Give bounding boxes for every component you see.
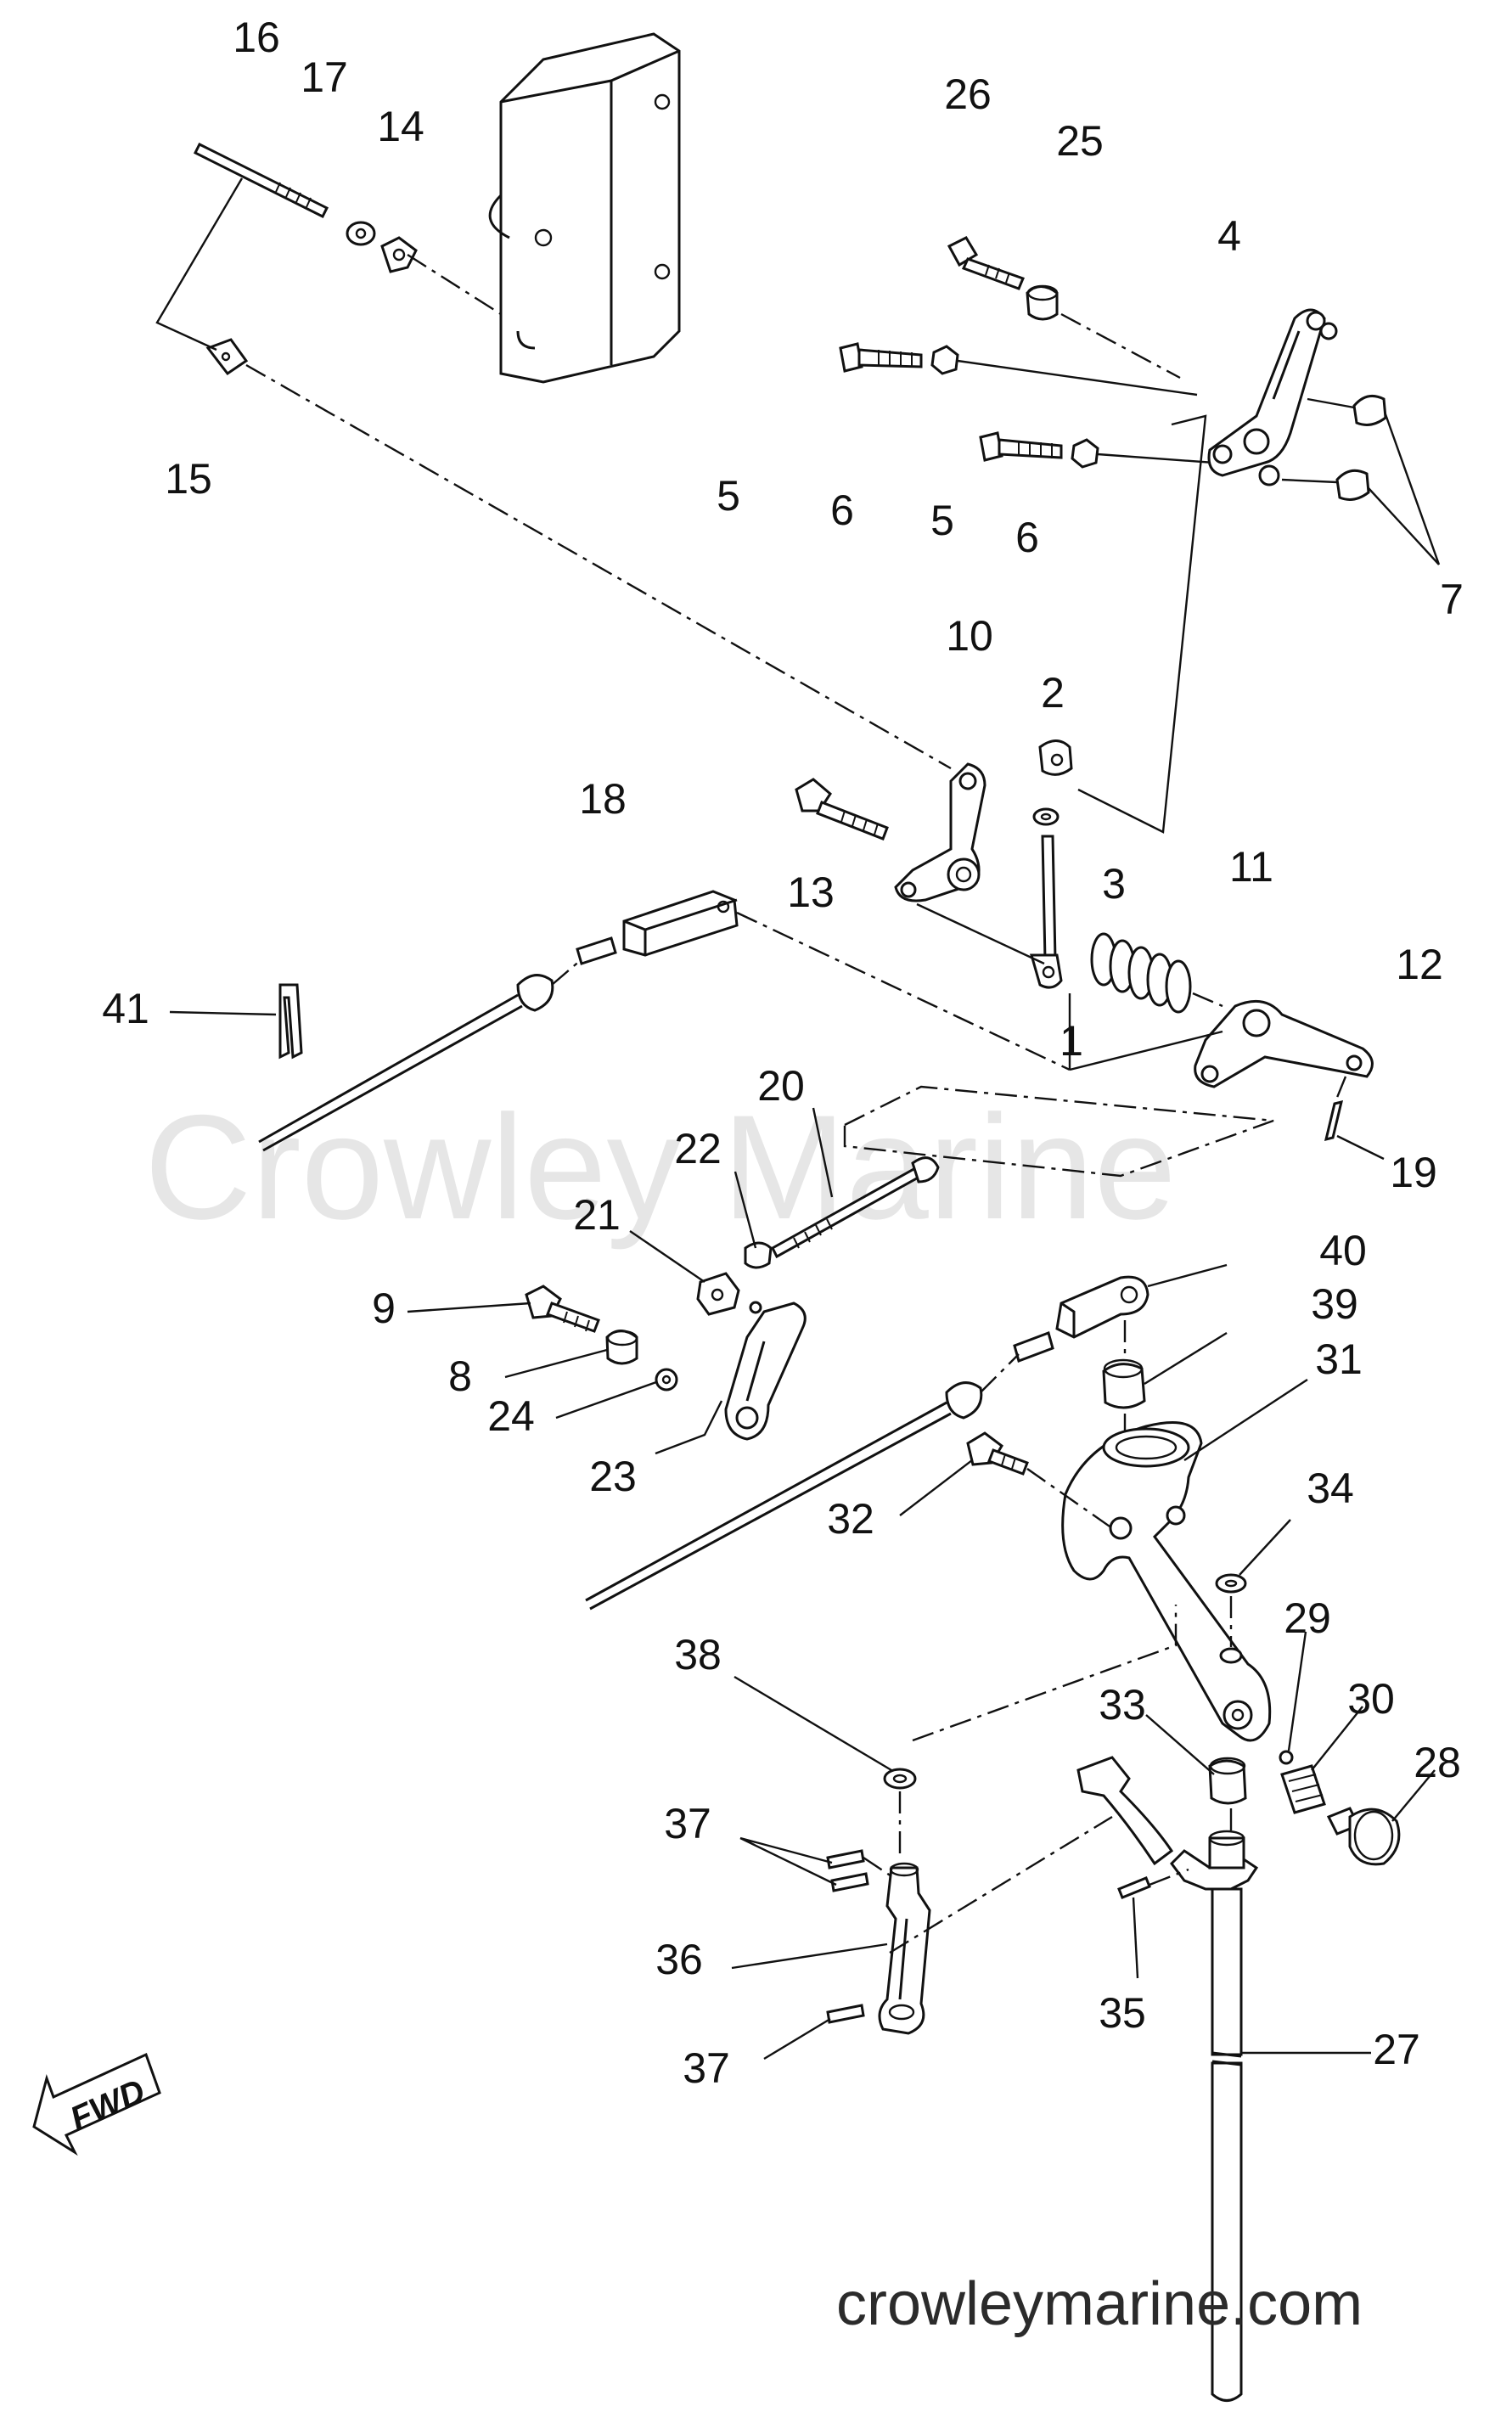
- part-label-p41: 41: [102, 985, 149, 1032]
- part-label-p17: 17: [301, 53, 348, 101]
- part-label-p2: 2: [1041, 669, 1065, 717]
- pin-37b: [826, 2004, 865, 2024]
- part-label-p6a: 6: [830, 486, 854, 534]
- cap-7b: [1335, 469, 1370, 501]
- shaft-27: [1170, 1830, 1259, 2402]
- joint-18: [622, 890, 739, 957]
- spring-30: [1280, 1764, 1326, 1814]
- clip-41: [278, 983, 303, 1060]
- part-label-p37b: 37: [683, 2044, 730, 2092]
- part-label-p37a: 37: [664, 1800, 711, 1847]
- part-label-p29: 29: [1284, 1594, 1331, 1642]
- ball-29: [1279, 1750, 1294, 1765]
- part-label-p11: 11: [1229, 843, 1273, 891]
- part-label-p9: 9: [372, 1285, 396, 1332]
- part-label-p14: 14: [377, 103, 424, 150]
- part-label-p3: 3: [1102, 860, 1126, 908]
- part-label-p31: 31: [1315, 1335, 1363, 1383]
- watermark-text: Crowley Marine: [144, 1085, 1177, 1251]
- pin-35: [1117, 1876, 1151, 1899]
- fwd-arrow-icon: FWD: [32, 2052, 161, 2156]
- part-label-p39: 39: [1311, 1280, 1358, 1328]
- nut-6b: [1071, 438, 1099, 469]
- rod-20: [771, 1156, 940, 1259]
- part-number-labels: 1234556678910111213141516171819202122232…: [102, 14, 1464, 2092]
- part-label-p10: 10: [946, 612, 993, 660]
- part-label-p5a: 5: [717, 472, 740, 520]
- bushing-33: [1208, 1757, 1247, 1805]
- part-label-p30: 30: [1347, 1675, 1395, 1723]
- part-label-p24: 24: [487, 1392, 535, 1440]
- part-label-p27: 27: [1373, 2026, 1420, 2073]
- part-label-p8: 8: [448, 1352, 472, 1400]
- part-label-p1: 1: [1060, 1017, 1083, 1065]
- cap-7a: [1352, 394, 1387, 426]
- clip-15: [205, 338, 249, 376]
- bolt-32: [966, 1431, 1029, 1476]
- spring-11: [1090, 932, 1192, 1014]
- bushing-25: [1026, 284, 1059, 321]
- part-label-p40: 40: [1319, 1227, 1367, 1274]
- part-label-p35: 35: [1099, 1989, 1146, 2037]
- pin-19: [1324, 1099, 1344, 1142]
- bolt-13: [795, 778, 889, 841]
- joint-14: [380, 236, 418, 273]
- part-label-p19: 19: [1390, 1149, 1437, 1196]
- part-label-p26: 26: [944, 70, 992, 118]
- bushing-39: [1102, 1358, 1146, 1409]
- bolt-9: [525, 1285, 600, 1333]
- part-label-p6b: 6: [1015, 514, 1039, 561]
- part-label-p33: 33: [1099, 1681, 1146, 1729]
- washer-38: [883, 1768, 917, 1790]
- electrical-box: [488, 32, 681, 384]
- cable-18: [258, 936, 617, 1152]
- washer-24: [655, 1368, 678, 1392]
- lever-4: [1207, 308, 1338, 486]
- website-text: crowleymarine.com: [836, 2270, 1363, 2338]
- bracket-31: [1061, 1421, 1272, 1742]
- plug-28: [1326, 1807, 1401, 1866]
- part-label-p12: 12: [1396, 941, 1443, 988]
- bolt-5b: [979, 431, 1063, 462]
- nut-6a: [930, 345, 959, 375]
- rod-1: [1030, 835, 1063, 989]
- part-label-p32: 32: [827, 1495, 874, 1543]
- lever-12: [1194, 999, 1374, 1088]
- part-label-p4: 4: [1217, 212, 1241, 260]
- part-label-p7: 7: [1440, 576, 1464, 623]
- part-label-p20: 20: [757, 1062, 805, 1110]
- washer-34: [1215, 1573, 1247, 1594]
- joint-2: [1038, 739, 1073, 776]
- part-label-p22: 22: [674, 1125, 722, 1172]
- bolt-5a: [839, 342, 923, 373]
- part-label-p16: 16: [233, 14, 280, 61]
- bolt-26: [947, 236, 1025, 290]
- washer-3: [1032, 807, 1060, 826]
- part-label-p36: 36: [655, 1936, 703, 1983]
- nut-22: [744, 1241, 773, 1269]
- part-label-p18: 18: [579, 775, 627, 823]
- rod-16: [193, 142, 329, 219]
- part-label-p21: 21: [573, 1191, 621, 1239]
- lever-36: [878, 1862, 931, 2035]
- part-label-p15: 15: [165, 455, 212, 503]
- lever-10: [894, 762, 986, 902]
- nut-17: [346, 221, 376, 246]
- joint-21: [696, 1272, 740, 1316]
- part-label-p23: 23: [589, 1453, 637, 1500]
- joint-40: [1055, 1275, 1149, 1339]
- cable-lower: [585, 1331, 1054, 1611]
- part-label-p38: 38: [674, 1631, 722, 1678]
- part-label-p13: 13: [787, 869, 835, 916]
- part-label-p34: 34: [1307, 1465, 1354, 1512]
- part-label-p25: 25: [1056, 117, 1104, 165]
- collar-8: [605, 1330, 638, 1365]
- part-label-p28: 28: [1414, 1739, 1461, 1786]
- lever-arm: [1076, 1756, 1174, 1866]
- pin-37a: [826, 1849, 869, 1892]
- lever-23: [724, 1301, 807, 1441]
- part-label-p5b: 5: [930, 497, 954, 544]
